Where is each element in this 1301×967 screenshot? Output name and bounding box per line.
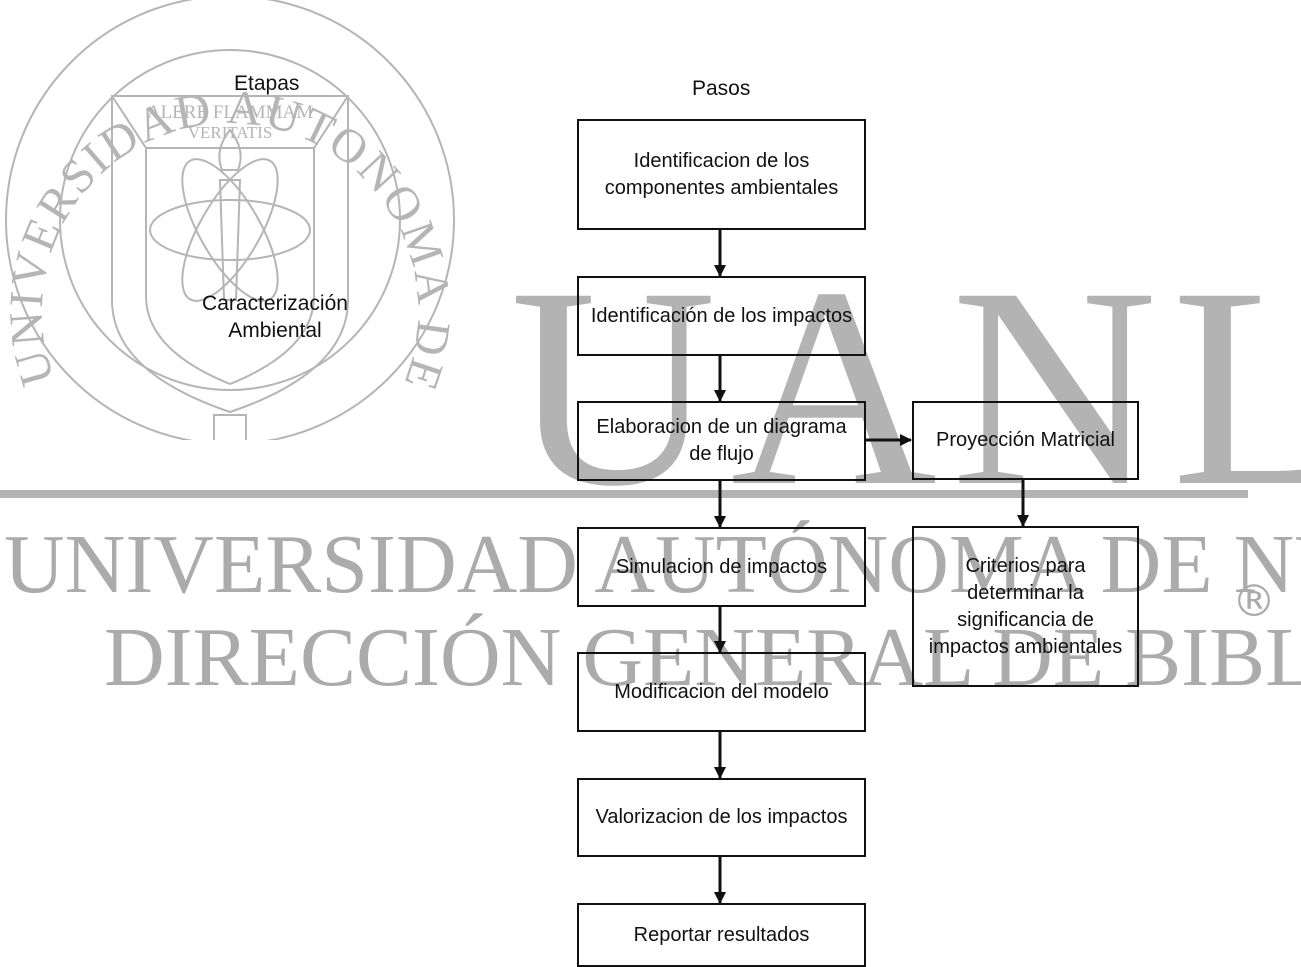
side-step-label: Proyección Matricial [936, 429, 1115, 451]
university-seal-watermark: UNIVERSIDAD AUTONOMA DE NUEVO LEON ALERE… [0, 0, 458, 440]
step-box-4: Simulacion de impactos [577, 527, 866, 607]
seal-motto-line-2: VERITATIS [188, 123, 273, 142]
side-box-proyeccion: Proyección Matricial [912, 401, 1139, 480]
side-box-criterios: Criterios para determinar la significanc… [912, 526, 1139, 687]
pasos-heading: Pasos [692, 77, 751, 100]
side-step-label: Criterios para determinar la significanc… [928, 554, 1123, 658]
stage-caracterizacion-ambiental: Caracterización Ambiental [202, 292, 348, 343]
step-box-7: Reportar resultados [577, 903, 866, 967]
step-label: Valorizacion de los impactos [595, 806, 848, 828]
step-box-2: Identificación de los impactos [577, 276, 866, 356]
step-label: Identificacion de los componentes ambien… [604, 149, 839, 199]
step-label: Identificación de los impactos [590, 304, 853, 327]
step-box-6: Valorizacion de los impactos [577, 778, 866, 857]
step-box-3: Elaboracion de un diagrama de flujo [577, 401, 866, 481]
step-label: Reportar resultados [633, 923, 810, 946]
step-box-1: Identificacion de los componentes ambien… [577, 119, 866, 230]
step-label: Simulacion de impactos [615, 555, 828, 578]
step-box-5: Modificacion del modelo [577, 652, 866, 732]
registered-mark: ® [1232, 576, 1276, 627]
watermark-rule [0, 490, 1248, 498]
step-label: Elaboracion de un diagrama de flujo [596, 416, 847, 465]
uanl-watermark: UANL [510, 228, 1301, 545]
seal-motto-line-1: ALERE FLAMMAM [147, 102, 313, 123]
etapas-heading: Etapas [234, 72, 300, 95]
step-label: Modificacion del modelo [614, 680, 829, 703]
university-name-watermark: UNIVERSIDAD AUTÓNOMA DE NUEVO LEÓN [4, 518, 1301, 611]
